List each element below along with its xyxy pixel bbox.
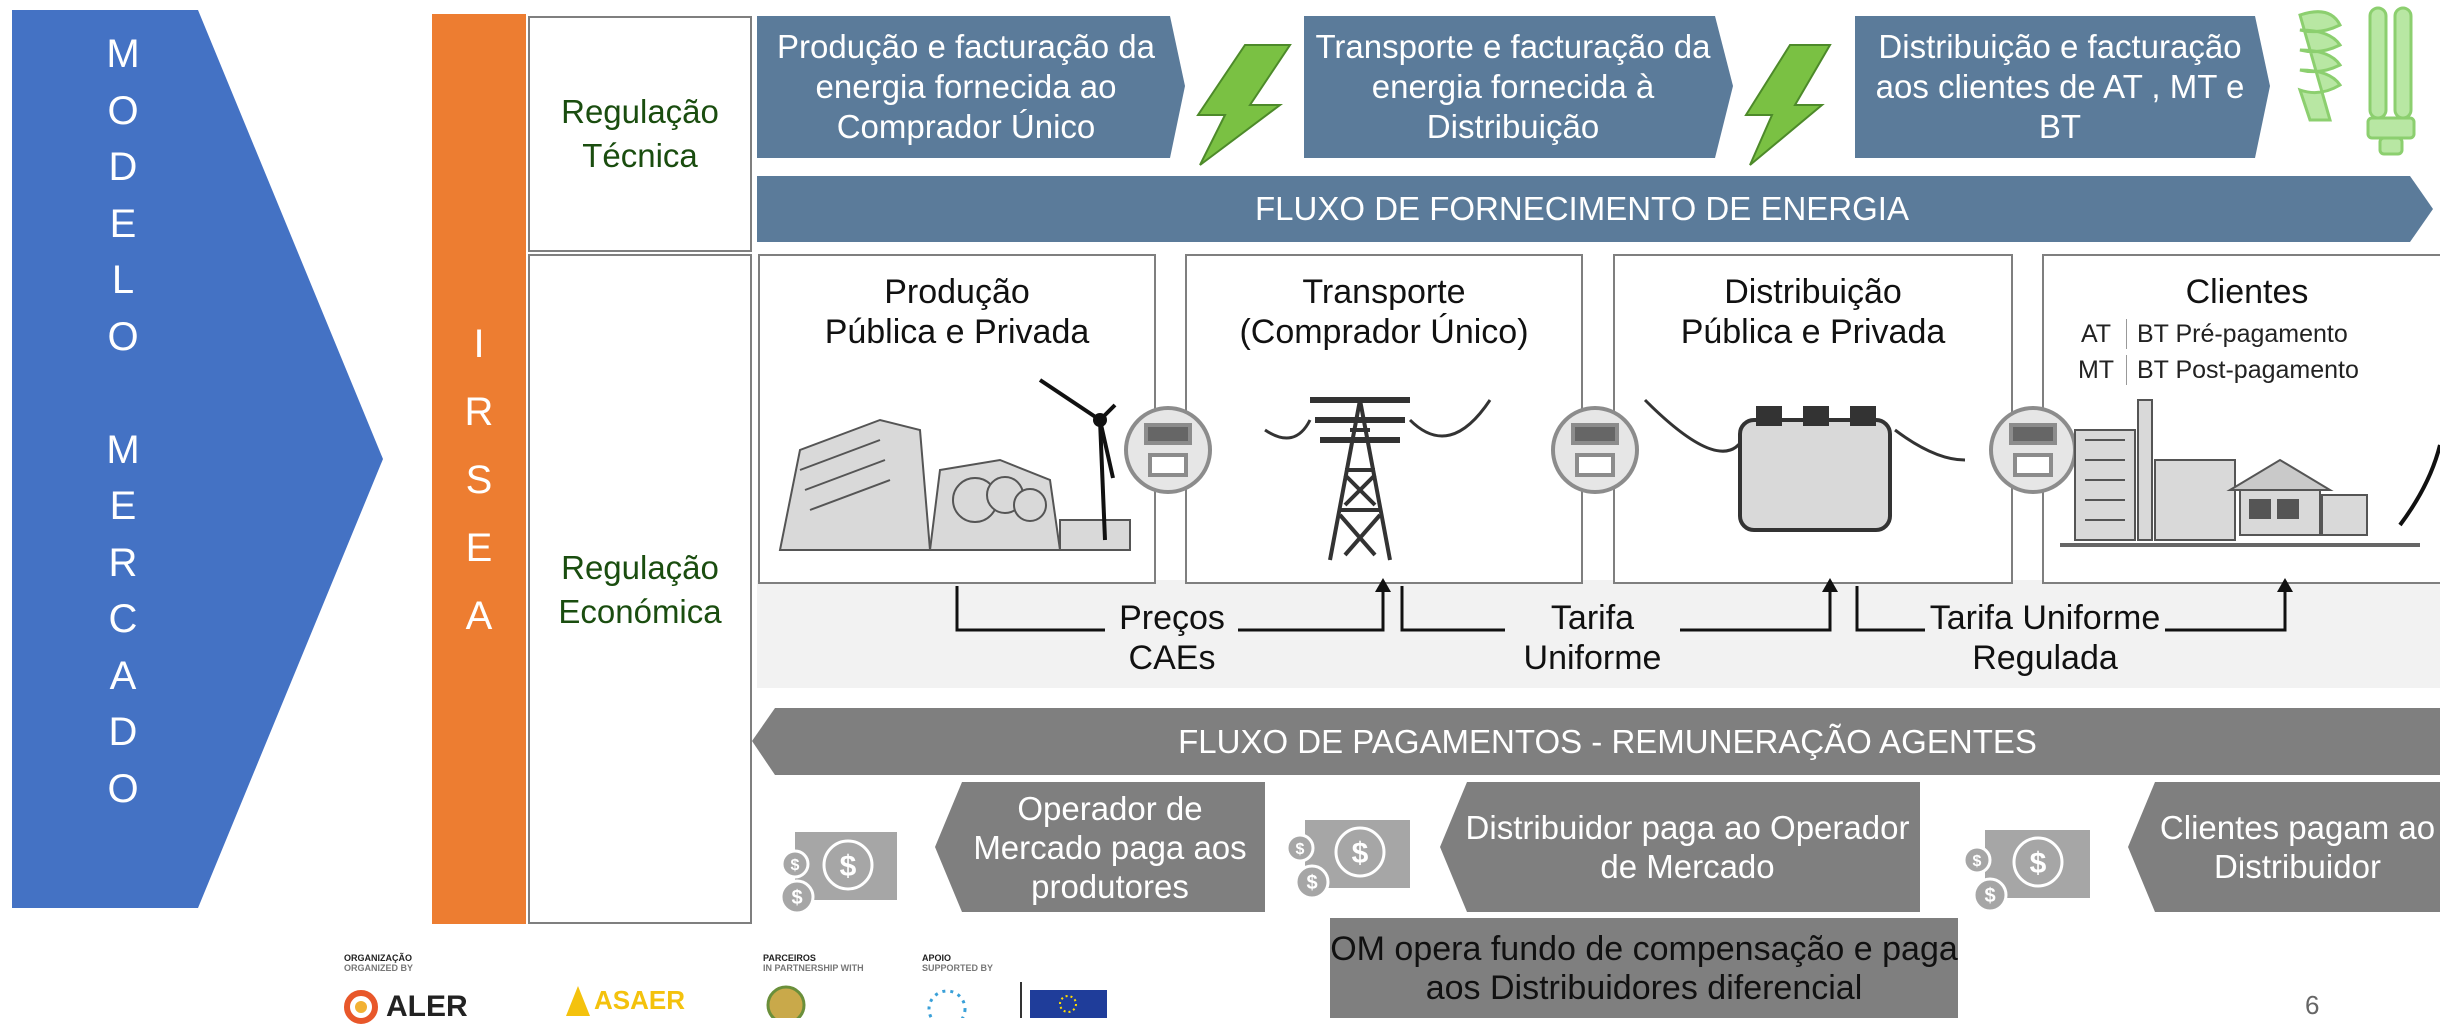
clientes-row: AT BT Pré-pagamento <box>2076 316 2359 352</box>
bulb-icon <box>2297 6 2416 156</box>
eu-flag-icon <box>1030 990 1107 1018</box>
alep-logo-icon <box>344 990 378 1024</box>
top-flow-step1: Produção e facturação da energia forneci… <box>777 28 1155 145</box>
vertical-letter: D <box>108 710 138 754</box>
vertical-letter: E <box>465 526 493 570</box>
tariff-precos-caes: Preços CAEs <box>1107 598 1237 678</box>
partner-seal-icon <box>766 985 806 1018</box>
vertical-letter: M <box>106 32 140 76</box>
money-icon <box>779 820 2090 915</box>
footer-support: APOIO <box>922 953 952 963</box>
svg-text:$: $ <box>1984 885 1995 907</box>
footer-support-label: APOIO SUPPORTED BY <box>922 953 993 973</box>
lightning-icon-1 <box>1196 44 1292 166</box>
distribuicao-title: Distribuição Pública e Privada <box>1680 273 1946 351</box>
vertical-letter: C <box>108 597 138 641</box>
footer-partners: PARCEIROS <box>763 953 816 963</box>
clientes-table: AT BT Pré-pagamento MT BT Post-pagamento <box>2076 316 2359 388</box>
alep-logo-text: ALER <box>386 990 468 1023</box>
vertical-letter: E <box>109 484 137 528</box>
illustrations <box>778 378 2440 561</box>
tariff-connectors <box>955 578 2293 632</box>
vertical-letter: O <box>107 314 139 359</box>
vertical-letter: L <box>111 258 135 302</box>
asaer-logo-text: ASAER <box>594 985 686 1015</box>
payment-step1: Operador de Mercado paga aos produtores <box>973 789 1247 905</box>
irsea-bar <box>432 14 526 924</box>
vertical-letter: A <box>109 653 137 698</box>
vertical-letter: I <box>473 322 485 366</box>
payment-step3: Clientes pagam ao Distribuidor <box>2159 809 2436 885</box>
footer-partners-en: IN PARTNERSHIP WITH <box>763 963 864 973</box>
transporte-title: Transporte (Comprador Único) <box>1239 273 1529 351</box>
wind-turbine-icon <box>1038 378 1117 541</box>
producao-title: Produção Pública e Privada <box>824 273 1090 351</box>
transmission-tower-icon <box>1264 397 1492 561</box>
svg-text:$: $ <box>2030 847 2047 880</box>
clientes-level: AT <box>2080 319 2112 348</box>
footer-support-en: SUPPORTED BY <box>922 963 994 973</box>
regulacao-tecnica-label: Regulação Técnica <box>561 93 719 174</box>
meter-icon <box>1124 406 2077 494</box>
transformer-icon <box>1643 398 1966 532</box>
producao-box: Produção Pública e Privada <box>758 254 1156 584</box>
regulacao-economica-label: Regulação Económica <box>558 549 722 630</box>
om-fund-box: OM opera fundo de compensação e paga aos… <box>1330 930 1958 1007</box>
payment-flow-label: FLUXO DE PAGAMENTOS - REMUNERAÇÃO AGENTE… <box>1178 723 2037 760</box>
svg-text:$: $ <box>1306 872 1317 894</box>
vertical-letter: S <box>465 458 493 502</box>
svg-text:$: $ <box>1973 853 1982 870</box>
vertical-letter: O <box>107 88 139 133</box>
alep-logo: ALER <box>344 990 468 1024</box>
vertical-letter: R <box>108 540 138 585</box>
footer-org-en: ORGANIZED BY <box>344 963 414 973</box>
footer-org-label: ORGANIZAÇÃO ORGANIZED BY <box>344 953 413 973</box>
clientes-row: MT BT Post-pagamento <box>2076 352 2359 388</box>
support-circle-icon <box>927 989 967 1018</box>
svg-text:$: $ <box>840 850 857 883</box>
top-flow-step3: Distribuição e facturação aos clientes d… <box>1875 28 2245 145</box>
vertical-letter: A <box>465 594 493 638</box>
svg-text:$: $ <box>1352 837 1369 870</box>
clientes-level: MT <box>2077 355 2115 384</box>
vertical-letter: D <box>108 145 138 189</box>
clientes-title: Clientes <box>2185 273 2309 311</box>
energy-flow-label: FLUXO DE FORNECIMENTO DE ENERGIA <box>1255 190 1909 227</box>
regulacao-economica-box: Regulação Económica <box>528 254 752 924</box>
regulacao-tecnica-box: Regulação Técnica <box>528 16 752 252</box>
vertical-letter: R <box>464 390 494 434</box>
svg-text:$: $ <box>1296 841 1305 858</box>
svg-text:$: $ <box>791 857 800 874</box>
modelo-mercado-arrow <box>12 10 383 908</box>
lightning-icon-2 <box>1744 44 1832 166</box>
clientes-type: BT Post-pagamento <box>2137 355 2359 384</box>
footer-org: ORGANIZAÇÃO <box>344 953 412 963</box>
vertical-letter: O <box>107 766 139 811</box>
vertical-letter: M <box>106 427 140 472</box>
clientes-type: BT Pré-pagamento <box>2137 319 2348 348</box>
top-flow-shapes <box>757 6 2433 242</box>
tariff-uniforme: Tarifa Uniforme <box>1505 598 1680 678</box>
page-number: 6 <box>2305 990 2320 1020</box>
dam-icon <box>778 418 1131 551</box>
svg-text:$: $ <box>791 887 802 909</box>
asaer-logo-icon <box>566 985 590 1016</box>
factory-house-icon <box>2060 399 2440 547</box>
vertical-letter: E <box>109 201 137 246</box>
asaer-logo: ASAER <box>566 985 685 1016</box>
payment-step2: Distribuidor paga ao Operador de Mercado <box>1465 809 1910 885</box>
footer-divider <box>1020 982 1022 1018</box>
top-flow-step2: Transporte e facturação da energia forne… <box>1315 28 1711 145</box>
tariff-uniforme-regulada: Tarifa Uniforme Regulada <box>1925 598 2165 678</box>
footer-partners-label: PARCEIROS IN PARTNERSHIP WITH <box>763 953 864 973</box>
